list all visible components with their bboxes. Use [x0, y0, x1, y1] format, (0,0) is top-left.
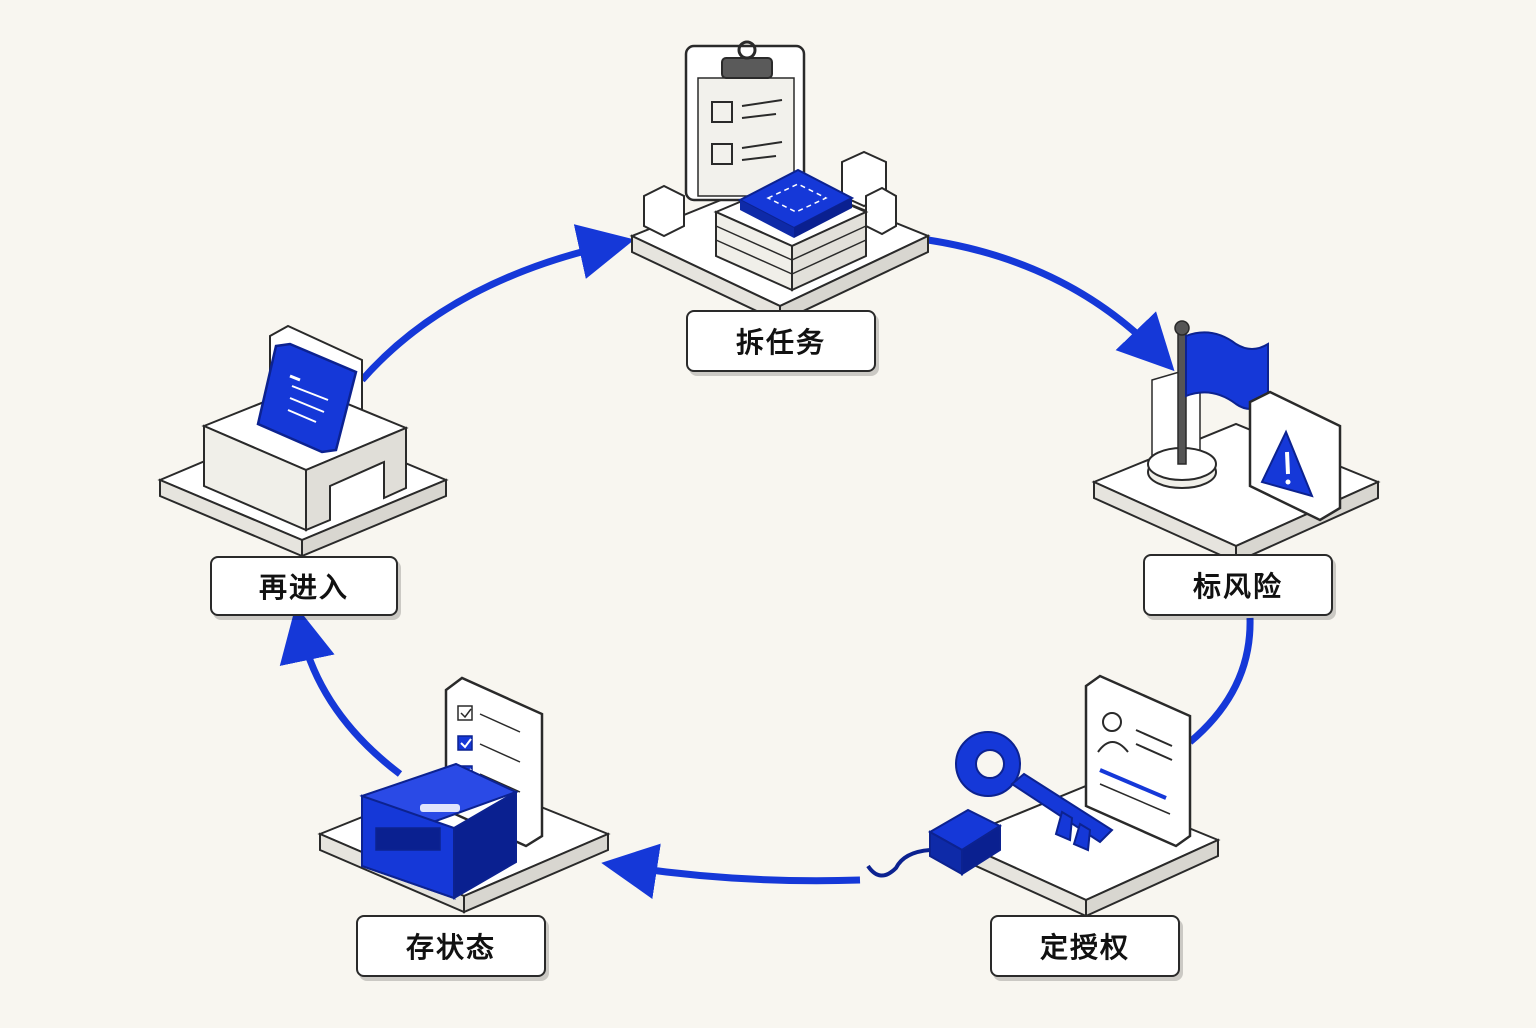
storage-box-checklist-icon: [317, 676, 611, 914]
arrow-reenter-to-decompose: [359, 224, 635, 383]
flag-warning-icon: [1091, 320, 1381, 564]
step-label-risk: 标风险: [1143, 554, 1333, 616]
step-label-authorize: 定授权: [990, 915, 1180, 977]
tablet-dock-icon: [157, 324, 449, 558]
arrow-risk-to-authorize: [1187, 617, 1254, 745]
clipboard-task-icon: [629, 40, 931, 324]
step-label-reenter: 再进入: [210, 556, 398, 616]
step-label-save: 存状态: [356, 915, 546, 977]
arrow-decompose-to-risk: [927, 236, 1175, 372]
step-label-decompose: 拆任务: [686, 310, 876, 372]
arrow-authorize-to-save: [601, 843, 861, 899]
key-id-card-icon: [866, 674, 1221, 918]
arrow-save-to-reenter: [279, 605, 403, 777]
